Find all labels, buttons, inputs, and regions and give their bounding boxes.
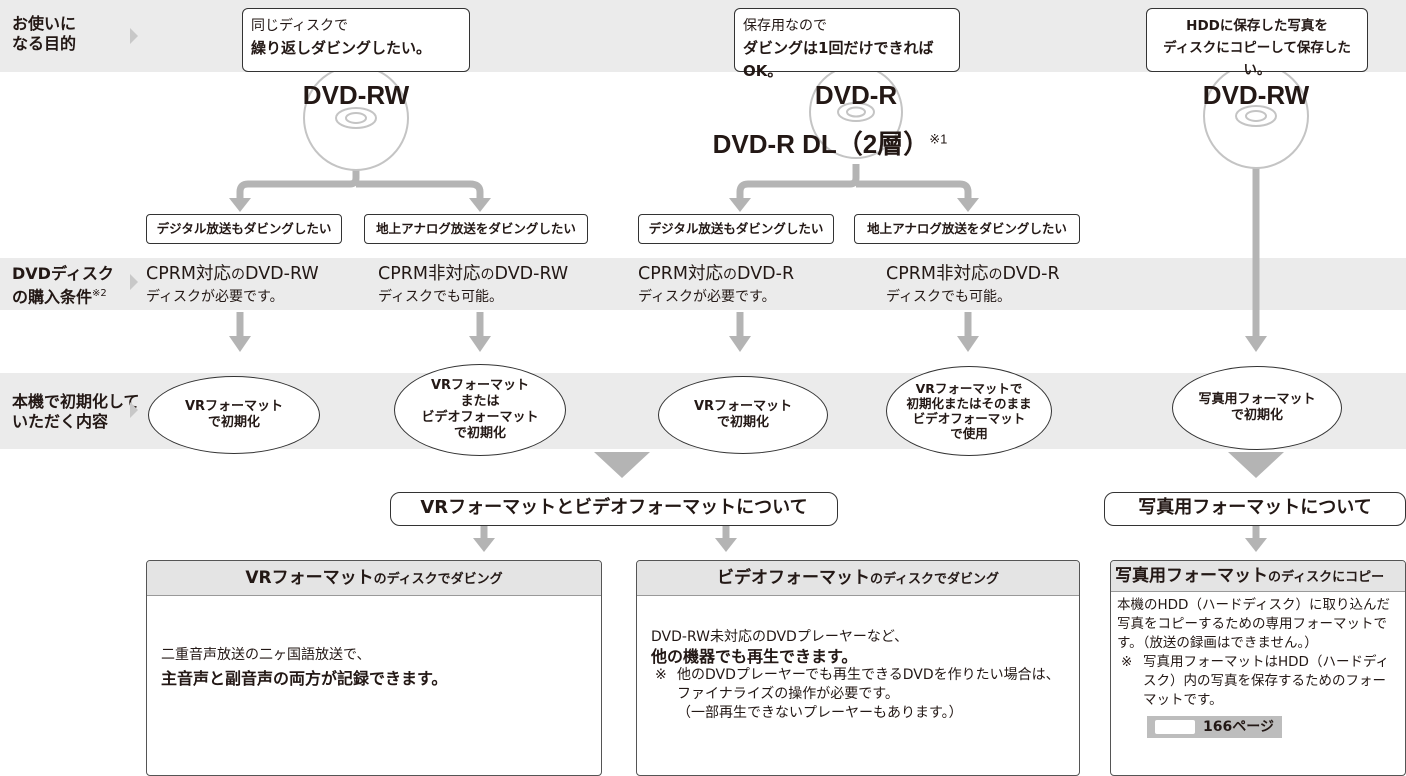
panel-photo-format: 写真用フォーマットのディスクにコピー 本機のHDD（ハードディスク）に取り込んだ… (1110, 560, 1406, 776)
init-oval: VRフォーマットで初期化 (658, 376, 828, 454)
about-vr-video-format: VRフォーマットとビデオフォーマットについて (390, 492, 838, 526)
panel-vr-format: VRフォーマットのディスクでダビング 二重音声放送の二ヶ国語放送で、 主音声と副… (146, 560, 602, 776)
need-box: 地上アナログ放送をダビングしたい (854, 214, 1080, 244)
row-label-conditions: DVDディスクの購入条件※2 (12, 264, 114, 307)
pointing-hand-icon (1155, 720, 1195, 734)
purchase-condition: CPRM対応のDVD-RW ディスクが必要です。 (146, 264, 319, 305)
need-box: 地上アナログ放送をダビングしたい (364, 214, 588, 244)
panel-video-format: ビデオフォーマットのディスクでダビング DVD-RW未対応のDVDプレーヤーなど… (636, 560, 1080, 776)
init-oval: VRフォーマットで初期化 (148, 376, 320, 454)
panel-title: ビデオフォーマットのディスクでダビング (637, 561, 1079, 596)
purchase-condition: CPRM非対応のDVD-R ディスクでも可能。 (886, 264, 1060, 305)
init-oval: VRフォーマットで初期化またはそのままビデオフォーマットで使用 (886, 366, 1052, 456)
disc-icon (303, 65, 409, 171)
row-arrow-icon (130, 28, 138, 44)
init-oval: 写真用フォーマットで初期化 (1172, 366, 1342, 450)
disc-title-dvd-r-dl: DVD-R DL（2層）※1 (712, 129, 948, 159)
row-arrow-icon (130, 402, 138, 418)
row-arrow-icon (130, 274, 138, 290)
disc-title-dvd-r: DVD-R (814, 80, 898, 110)
row-label-purpose: お使いになる目的 (12, 14, 77, 53)
row-label-init: 本機で初期化していただく内容 (12, 392, 140, 431)
purpose-callout: HDDに保存した写真をディスクにコピーして保存したい。 (1146, 8, 1368, 78)
page-ref-link[interactable]: 166ページ (1147, 716, 1282, 738)
purchase-condition: CPRM非対応のDVD-RW ディスクでも可能。 (378, 264, 569, 305)
purpose-callout: 同じディスクで繰り返しダビングしたい。 (242, 8, 470, 72)
purchase-condition: CPRM対応のDVD-R ディスクが必要です。 (638, 264, 795, 305)
disc-title-dvd-rw: DVD-RW (302, 80, 410, 110)
conditions-band (0, 258, 1406, 310)
panel-title: 写真用フォーマットのディスクにコピー (1111, 561, 1405, 592)
need-box: デジタル放送もダビングしたい (146, 214, 342, 244)
purpose-callout: 保存用なのでダビングは1回だけできればOK。 (734, 8, 960, 80)
init-oval: VRフォーマットまたはビデオフォーマットで初期化 (394, 364, 566, 456)
disc-title-dvd-rw-photo: DVD-RW (1202, 80, 1310, 110)
about-photo-format: 写真用フォーマットについて (1104, 492, 1406, 526)
panel-title: VRフォーマットのディスクでダビング (147, 561, 601, 596)
need-box: デジタル放送もダビングしたい (638, 214, 834, 244)
